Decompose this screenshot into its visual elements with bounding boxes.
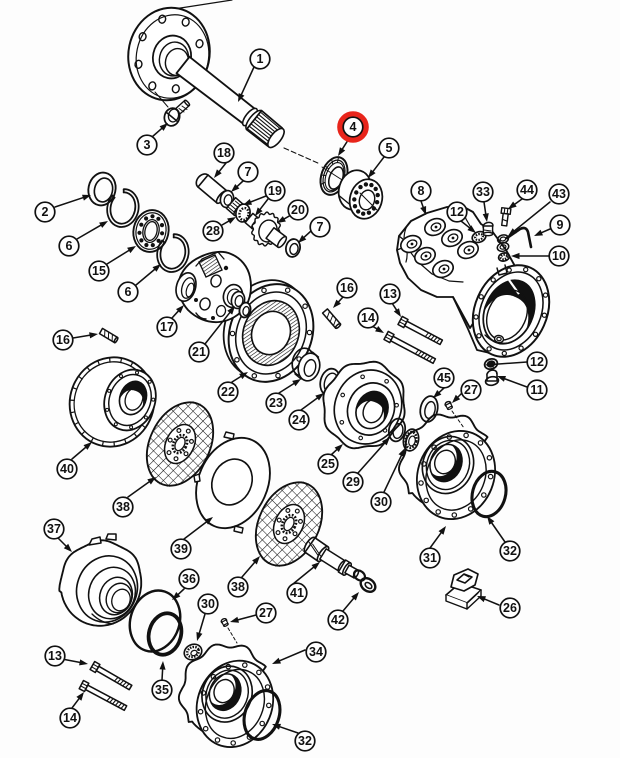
svg-text:13: 13	[383, 287, 397, 301]
svg-text:42: 42	[331, 613, 345, 627]
svg-text:30: 30	[201, 597, 215, 611]
svg-text:26: 26	[503, 601, 517, 615]
svg-text:43: 43	[552, 187, 566, 201]
svg-text:32: 32	[298, 734, 312, 748]
svg-text:13: 13	[48, 649, 62, 663]
svg-text:17: 17	[160, 320, 174, 334]
svg-text:8: 8	[418, 184, 425, 198]
svg-text:4: 4	[350, 120, 357, 134]
svg-text:12: 12	[450, 205, 464, 219]
svg-text:21: 21	[192, 345, 206, 359]
svg-text:35: 35	[155, 683, 169, 697]
svg-text:34: 34	[309, 645, 323, 659]
svg-text:20: 20	[291, 203, 305, 217]
svg-text:19: 19	[268, 184, 282, 198]
svg-text:38: 38	[116, 500, 130, 514]
svg-text:37: 37	[47, 522, 61, 536]
svg-text:45: 45	[437, 371, 451, 385]
svg-text:12: 12	[530, 355, 544, 369]
svg-text:33: 33	[476, 185, 490, 199]
svg-text:31: 31	[423, 551, 437, 565]
svg-text:16: 16	[340, 281, 354, 295]
svg-text:28: 28	[206, 224, 220, 238]
svg-text:30: 30	[374, 495, 388, 509]
svg-text:25: 25	[321, 457, 335, 471]
svg-text:1: 1	[257, 52, 264, 66]
svg-text:6: 6	[125, 285, 132, 299]
svg-text:7: 7	[245, 165, 252, 179]
svg-text:16: 16	[56, 333, 70, 347]
svg-text:39: 39	[174, 542, 188, 556]
svg-text:11: 11	[530, 383, 543, 397]
svg-text:32: 32	[503, 544, 517, 558]
svg-text:27: 27	[259, 606, 273, 620]
svg-text:29: 29	[346, 475, 360, 489]
svg-text:44: 44	[520, 183, 534, 197]
svg-text:22: 22	[221, 385, 235, 399]
svg-text:2: 2	[42, 205, 49, 219]
svg-text:14: 14	[63, 711, 77, 725]
svg-text:18: 18	[217, 146, 231, 160]
svg-text:3: 3	[144, 138, 151, 152]
svg-text:9: 9	[557, 218, 564, 232]
svg-text:27: 27	[464, 383, 478, 397]
svg-text:36: 36	[182, 572, 196, 586]
svg-text:40: 40	[60, 462, 74, 476]
svg-text:15: 15	[92, 264, 106, 278]
svg-text:23: 23	[269, 396, 283, 410]
svg-text:14: 14	[361, 311, 375, 325]
svg-text:24: 24	[292, 413, 306, 427]
svg-text:7: 7	[317, 220, 324, 234]
svg-text:10: 10	[552, 249, 566, 263]
svg-text:38: 38	[231, 580, 245, 594]
svg-text:41: 41	[290, 586, 304, 600]
svg-text:6: 6	[66, 239, 73, 253]
svg-text:5: 5	[386, 141, 393, 155]
